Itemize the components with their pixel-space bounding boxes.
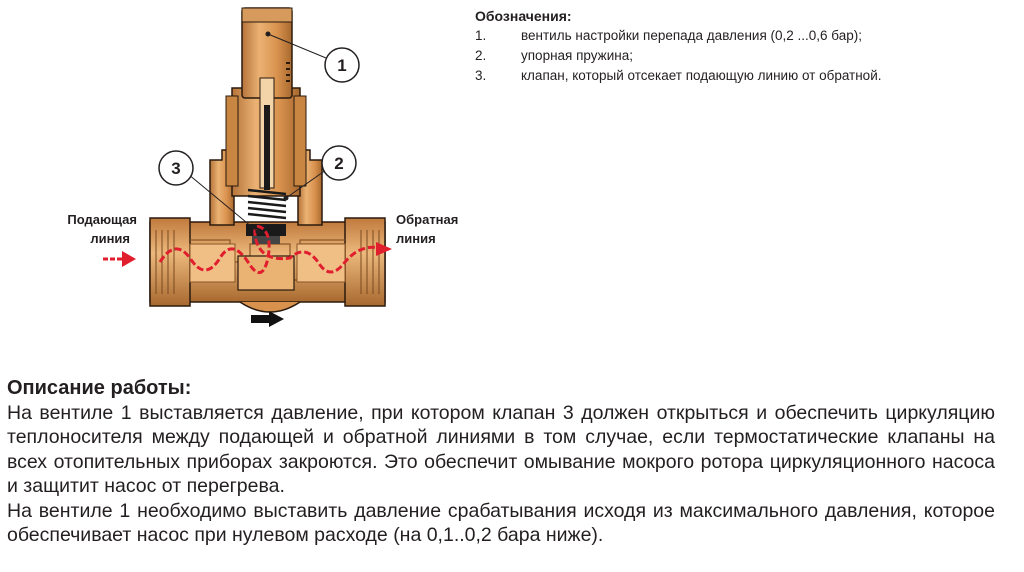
flow-path [158,225,381,274]
valve-diagram: Подающая линия Обратная линия 1 2 3 [67,7,458,327]
legend: Обозначения: 1. вентиль настройки перепа… [475,6,1015,86]
svg-text:3: 3 [171,159,180,178]
supply-line-label-2: линия [90,231,130,246]
description-paragraph: На вентиле 1 выставляется давление, при … [7,401,995,498]
supply-line-label: Подающая [67,212,137,227]
legend-item: 1. вентиль настройки перепада давления (… [475,26,1015,46]
legend-item-number: 3. [475,68,487,83]
legend-item-number: 1. [475,28,487,43]
callout-3: 3 [158,150,261,235]
legend-item-text: вентиль настройки перепада давления (0,2… [521,28,862,43]
callout-1: 1 [265,31,360,83]
description-paragraph: На вентиле 1 необходимо выставить давлен… [7,499,995,547]
svg-text:1: 1 [337,56,346,75]
legend-item-text: упорная пружина; [521,48,633,63]
callout-2: 2 [283,145,357,201]
valve-stem [259,77,275,190]
return-line-label-2: линия [396,231,436,246]
spring [247,188,287,220]
description-title: Описание работы: [7,377,192,399]
legend-title: Обозначения: [475,8,572,24]
legend-item: 2. упорная пружина; [475,46,1015,66]
return-line-label: Обратная [396,212,458,227]
flow-direction-arrow [251,311,284,327]
legend-item: 3. клапан, который отсекает подающую лин… [475,66,1015,86]
svg-text:2: 2 [334,154,343,173]
legend-item-text: клапан, который отсекает подающую линию … [521,68,882,83]
inlet-arrow [103,251,136,267]
description: Описание работы: На вентиле 1 выставляет… [7,376,995,548]
legend-item-number: 2. [475,48,487,63]
